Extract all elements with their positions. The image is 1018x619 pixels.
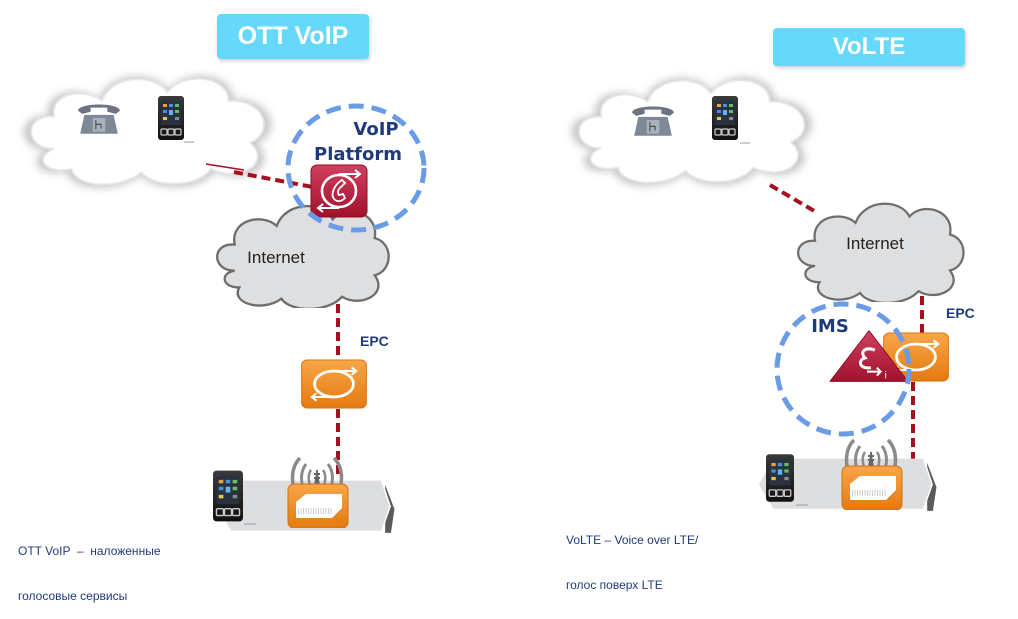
- ott-voip-title: OTT VoIP: [217, 14, 369, 59]
- voip-platform-label-1: VoIP: [353, 119, 398, 140]
- diagram-canvas: i Internet VoIP Platform: [23, 75, 975, 534]
- ott-epc-icon: [300, 359, 368, 409]
- volte-title: VoLTE: [773, 28, 965, 66]
- ims-label: IMS: [811, 316, 849, 337]
- voip-platform-icon: [310, 164, 368, 218]
- ott-voip-panel: Internet VoIP Platform EPC: [23, 75, 427, 534]
- ott-telephony-cloud: [23, 75, 272, 189]
- volte-telephony-cloud: [571, 77, 812, 187]
- volte-caption-line2: голос поверх LTE: [566, 578, 663, 592]
- volte-link-cloud-internet: [768, 183, 818, 214]
- ott-ue-phone-icon: [213, 470, 243, 522]
- ott-voip-caption-line1: OTT VoIP – наложенные: [18, 544, 161, 558]
- volte-enodeb-icon: [842, 440, 902, 510]
- volte-epc-label: EPC: [946, 305, 975, 321]
- ott-voip-platform-ring: [285, 103, 427, 233]
- ott-voip-caption-line2: голосовые сервисы: [18, 589, 128, 603]
- ott-epc-label: EPC: [360, 333, 389, 349]
- ott-enodeb-icon: [288, 458, 348, 528]
- ott-link-cloud-platform: [233, 170, 319, 190]
- volte-caption: VoLTE – Voice over LTE/ голос поверх LTE: [566, 503, 698, 608]
- ott-internet-cloud: Internet: [215, 204, 390, 308]
- volte-internet-cloud: Internet: [796, 202, 965, 302]
- volte-internet-label: Internet: [846, 234, 904, 253]
- mobile-phone-icon: [158, 96, 184, 140]
- volte-caption-line1: VoLTE – Voice over LTE/: [566, 533, 699, 547]
- volte-ims-ring: [774, 301, 912, 437]
- ott-internet-label: Internet: [247, 248, 305, 267]
- volte-ue-phone-icon: [766, 453, 794, 503]
- volte-panel: Internet EPC IMS: [571, 77, 975, 512]
- mobile-phone-icon: [712, 96, 738, 140]
- voip-platform-label-2: Platform: [314, 144, 402, 165]
- ott-voip-caption: OTT VoIP – наложенные голосовые сервисы: [18, 514, 161, 619]
